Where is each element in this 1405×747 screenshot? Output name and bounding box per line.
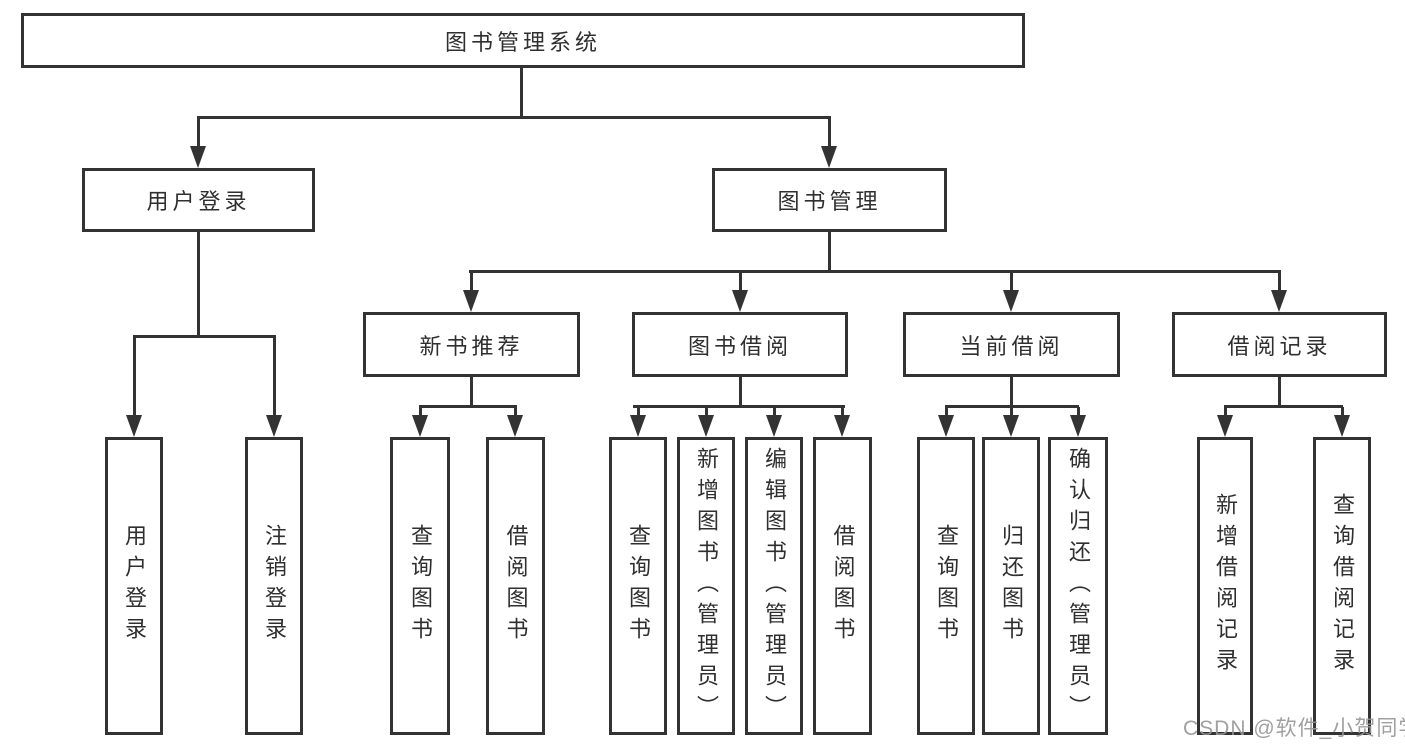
connector-mgmt-drop-3 [1010,273,1013,291]
connector-login-drop-2 [273,338,276,415]
connector-g3-drop-2 [1010,407,1013,417]
arrow-down-icon [1003,415,1019,437]
connector-g3-stem [1010,377,1013,407]
arrow-down-icon [412,415,428,437]
leaf-borrow-query-label: 查询图书 [626,524,651,648]
arrow-down-icon [732,290,748,312]
connector-g2-drop-1 [637,407,640,417]
leaf-current-return-label: 归还图书 [999,524,1024,648]
leaf-newbooks-borrow-label: 借阅图书 [503,524,529,648]
connector-login-drop-1 [133,338,136,415]
connector-root-drop-login [197,119,200,149]
leaf-current-return: 归还图书 [982,437,1040,735]
connector-g4-drop-2 [1341,407,1344,417]
arrow-down-icon [1217,415,1233,437]
connector-g3-bar [945,405,1079,408]
connector-root-drop-mgmt [828,119,831,149]
connector-g3-drop-3 [1077,407,1080,417]
leaf-newbooks-borrow: 借阅图书 [486,437,545,735]
connector-g1-drop-1 [419,407,422,417]
connector-g2-bar [633,405,845,408]
connector-g2-drop-3 [773,407,776,417]
leaf-borrow-query: 查询图书 [609,437,667,735]
node-user-login: 用户登录 [82,168,315,232]
arrow-down-icon [766,415,782,437]
arrow-down-icon [630,415,646,437]
node-root-label: 图书管理系统 [444,29,601,55]
leaf-borrow-borrow-book: 借阅图书 [813,437,872,735]
leaf-user-login-label: 用户登录 [122,524,147,648]
arrow-down-icon [1070,415,1086,437]
connector-mgmt-drop-1 [470,273,473,291]
arrow-down-icon [507,415,523,437]
leaf-newbooks-query: 查询图书 [390,437,450,735]
leaf-records-query: 查询借阅记录 [1313,437,1371,735]
connector-login-bar [133,335,276,338]
node-book-borrow-label: 图书借阅 [687,333,792,359]
connector-g1-stem [470,377,473,407]
leaf-borrow-add-book-label: 新增图书（管理员） [694,446,719,726]
leaf-borrow-add-book: 新增图书（管理员） [677,437,735,735]
arrow-down-icon [126,415,142,437]
node-book-borrow: 图书借阅 [632,312,848,377]
arrow-down-icon [463,290,479,312]
arrow-down-icon [1003,290,1019,312]
connector-g2-drop-2 [705,407,708,417]
leaf-logout-label: 注销登录 [262,524,287,648]
node-current-borrow-label: 当前借阅 [959,333,1064,359]
connector-login-stem [197,232,200,337]
connector-g2-drop-4 [841,407,844,417]
csdn-watermark: CSDN @软件_小贺同学 [1183,717,1405,740]
arrow-down-icon [266,415,282,437]
leaf-records-query-label: 查询借阅记录 [1330,493,1355,679]
leaf-records-add: 新增借阅记录 [1197,437,1253,735]
connector-g1-drop-2 [514,407,517,417]
node-user-login-label: 用户登录 [146,189,251,214]
leaf-borrow-edit-book: 编辑图书（管理员） [745,437,803,735]
node-new-books-label: 新书推荐 [419,333,524,359]
arrow-down-icon [190,146,206,168]
arrow-down-icon [698,415,714,437]
leaf-borrow-edit-book-label: 编辑图书（管理员） [762,446,787,726]
connector-mgmt-drop-2 [739,273,742,291]
connector-g4-bar [1224,405,1343,408]
arrow-down-icon [1334,415,1350,437]
node-book-mgmt-label: 图书管理 [777,189,882,214]
connector-mgmt-bar [469,270,1281,273]
connector-g4-drop-1 [1224,407,1227,417]
connector-root-bar [197,116,831,119]
connector-mgmt-drop-4 [1278,273,1281,291]
connector-g2-stem [739,377,742,407]
leaf-current-query-label: 查询图书 [934,524,959,648]
leaf-borrow-borrow-book-label: 借阅图书 [830,524,856,648]
leaf-records-add-label: 新增借阅记录 [1213,493,1238,679]
node-current-borrow: 当前借阅 [903,312,1120,377]
leaf-user-login: 用户登录 [105,437,163,735]
connector-mgmt-stem [828,232,831,272]
arrow-down-icon [1271,290,1287,312]
arrow-down-icon [821,146,837,168]
leaf-current-confirm-return-label: 确认归还（管理员） [1066,446,1091,726]
leaf-current-query: 查询图书 [917,437,975,735]
connector-g3-drop-1 [945,407,948,417]
node-root: 图书管理系统 [21,13,1025,68]
connector-g1-bar [419,405,517,408]
node-book-mgmt: 图书管理 [712,168,947,232]
leaf-current-confirm-return: 确认归还（管理员） [1048,437,1108,735]
leaf-newbooks-query-label: 查询图书 [408,524,433,648]
node-borrow-records: 借阅记录 [1172,312,1387,377]
arrow-down-icon [834,415,850,437]
node-new-books: 新书推荐 [363,312,580,377]
leaf-logout: 注销登录 [245,437,303,735]
connector-root-stem [520,68,523,118]
node-borrow-records-label: 借阅记录 [1227,333,1332,359]
arrow-down-icon [938,415,954,437]
connector-g4-stem [1278,377,1281,407]
